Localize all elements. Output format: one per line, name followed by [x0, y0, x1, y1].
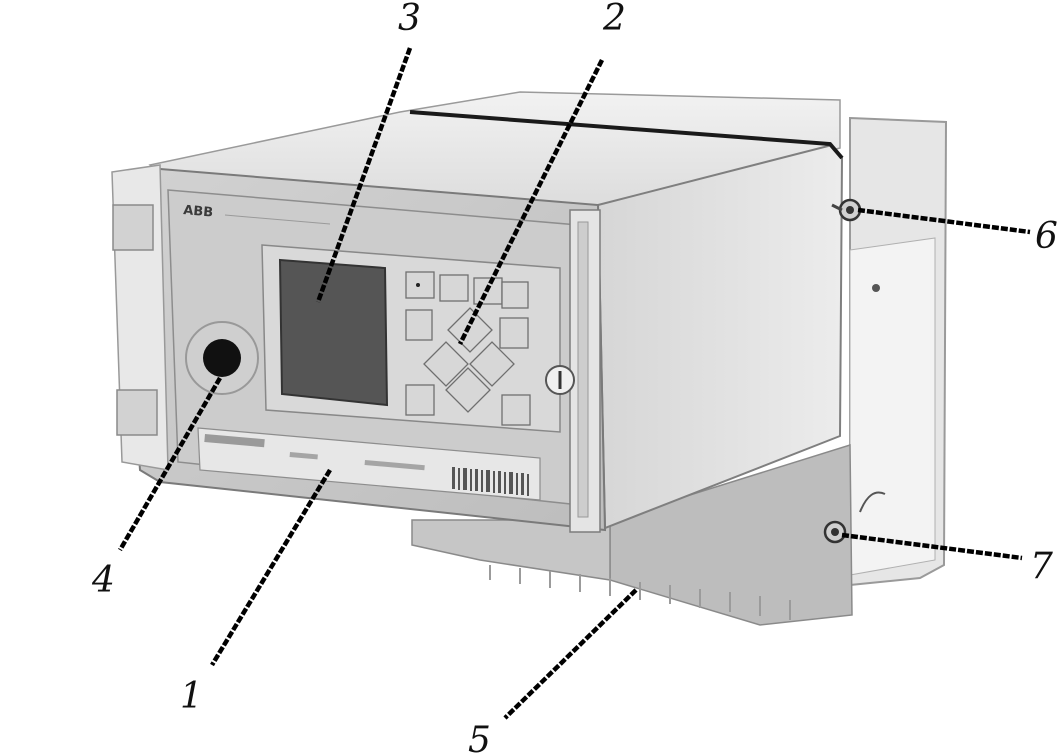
keypad-key[interactable] [405, 309, 433, 341]
leader-lines [118, 47, 1031, 720]
leader-line-3 [315, 47, 413, 303]
callout-6: 6 [1035, 216, 1058, 257]
label-strip [197, 427, 541, 501]
leader-line-7 [841, 532, 1023, 561]
callout-7: 7 [1030, 546, 1053, 587]
screw-bottom-icon [823, 491, 886, 544]
keypad [405, 271, 531, 426]
keypad-arrow-down[interactable] [445, 367, 491, 413]
display-screen [278, 258, 389, 407]
leader-line-4 [118, 376, 222, 552]
bracket-hole-icon [872, 284, 880, 292]
leader-line-2 [457, 58, 605, 346]
keypad-key[interactable] [501, 281, 529, 309]
callout-4: 4 [91, 560, 115, 601]
connector-teeth [489, 565, 791, 620]
callout-3: 3 [398, 0, 421, 39]
hinge-left [111, 164, 169, 471]
keypad-key[interactable] [501, 394, 531, 426]
bottom-plate [411, 443, 853, 626]
housing-edge [409, 110, 844, 160]
keypad-key[interactable] [405, 384, 435, 416]
keypad-key[interactable] [499, 317, 529, 349]
callout-5: 5 [468, 720, 491, 756]
barcode [452, 467, 529, 496]
keypad-arrow-left[interactable] [423, 341, 469, 387]
keypad-arrow-right[interactable] [469, 341, 515, 387]
door-latch [545, 209, 601, 533]
mounting-bracket [849, 116, 948, 587]
callout-2: 2 [602, 0, 626, 39]
indicator-window [185, 321, 259, 395]
brand-logo: ABB [183, 203, 214, 221]
leader-line-1 [210, 468, 332, 667]
model-label [224, 214, 331, 225]
keypad-key[interactable] [439, 274, 469, 302]
leader-line-6 [857, 207, 1031, 235]
leader-line-5 [503, 588, 638, 720]
callout-1: 1 [180, 676, 203, 717]
